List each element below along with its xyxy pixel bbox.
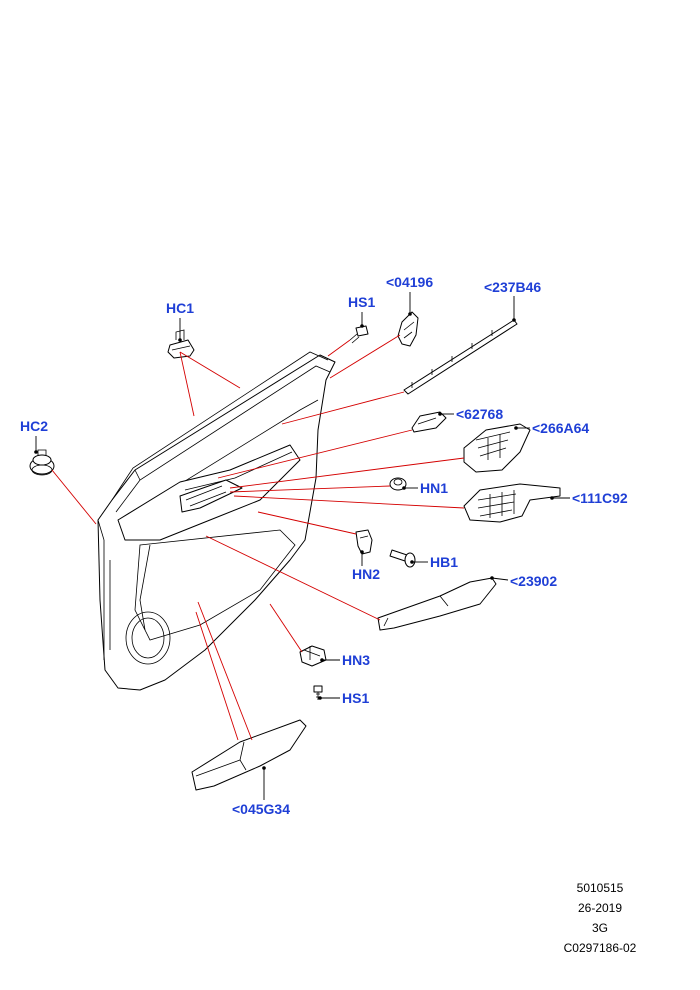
callout-hn2: HN2	[352, 566, 380, 582]
bolt-hb1	[389, 549, 416, 568]
callout-237b46: <237B46	[484, 279, 541, 295]
clip-nut-hn2	[355, 529, 373, 555]
callout-labels: HC1 HS1 <04196 <237B46 HC2 <62768 <266A6…	[20, 274, 628, 817]
leader-lines	[51, 334, 465, 741]
bezel-62768	[411, 411, 447, 433]
callout-leaders	[34, 292, 570, 800]
bracket-04196	[397, 311, 419, 347]
nut-hn1	[389, 477, 407, 491]
retainer-hn3	[299, 645, 327, 667]
callout-111c92: <111C92	[572, 490, 628, 506]
screw-hs1-top	[349, 325, 369, 344]
callout-266a64: <266A64	[532, 420, 589, 436]
callout-62768: <62768	[456, 406, 503, 422]
clip-hc1	[167, 329, 195, 359]
callout-hn3: HN3	[342, 652, 370, 668]
callout-23902: <23902	[510, 573, 557, 589]
callout-hc1: HC1	[166, 300, 194, 316]
callout-04196: <04196	[386, 274, 433, 290]
callout-hn1: HN1	[420, 480, 448, 496]
callout-hs1-bottom: HS1	[342, 690, 369, 706]
callout-hs1-top: HS1	[348, 294, 375, 310]
switch-housing-266a64	[463, 423, 531, 473]
footer-line-4: C0297186-02	[563, 941, 637, 955]
armrest-pad-045g34	[191, 719, 307, 791]
clip-hc2	[29, 449, 55, 476]
callout-hc2: HC2	[20, 418, 48, 434]
footer-line-1: 5010515	[576, 881, 624, 895]
pull-trim-23902	[377, 577, 497, 631]
footer-line-3: 3G	[591, 921, 608, 935]
weatherstrip-237b46	[403, 319, 518, 395]
switch-panel-111c92	[463, 483, 561, 523]
callout-045g34: <045G34	[232, 801, 290, 817]
screw-hs1-bottom	[313, 685, 323, 700]
callout-hb1: HB1	[430, 554, 458, 570]
footer-line-2: 26-2019	[577, 901, 623, 915]
drawing-reference-block: 5010515 26-2019 3G C0297186-02	[550, 878, 650, 958]
